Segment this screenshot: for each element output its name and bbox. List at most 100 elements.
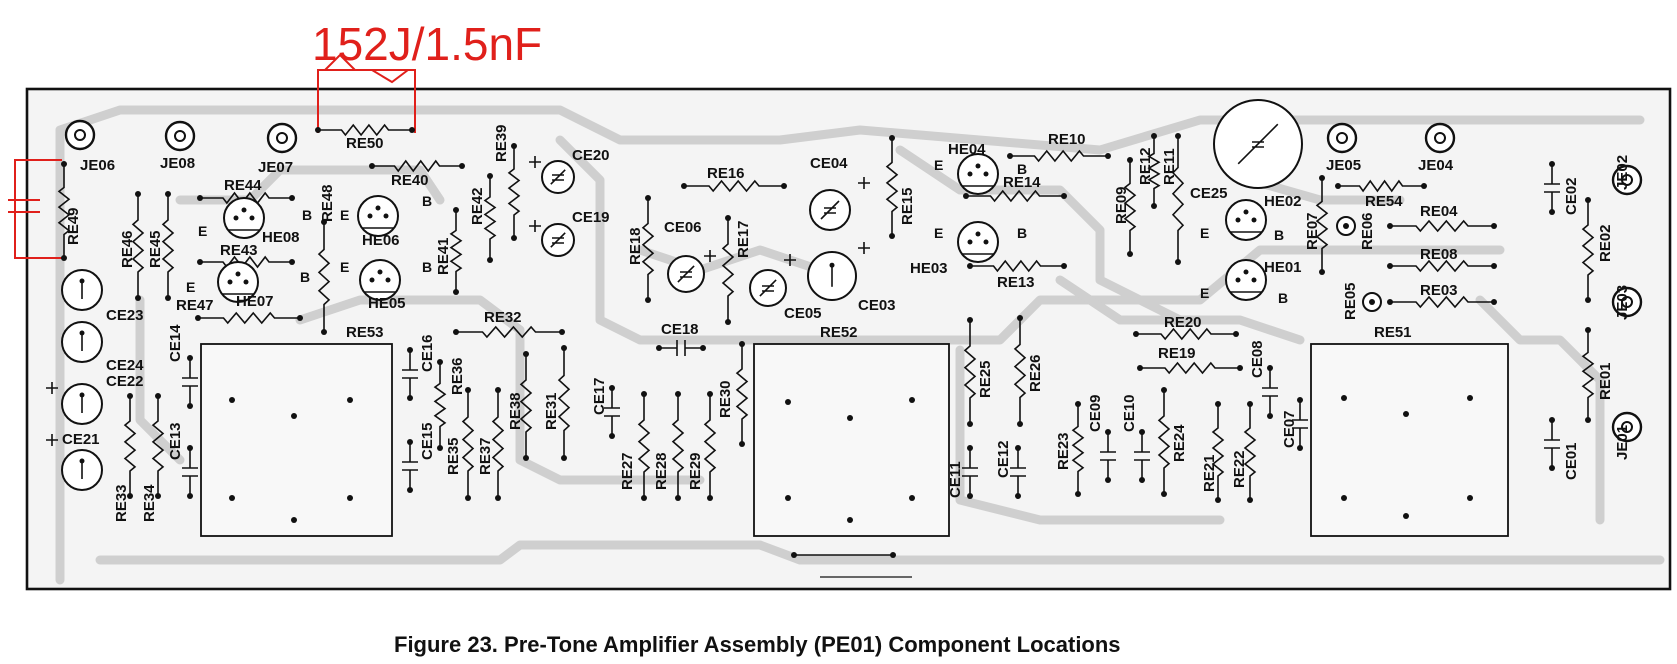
resistor-re09 — [1123, 157, 1137, 257]
label-re35: RE35 — [445, 437, 462, 475]
cap-ce15 — [402, 439, 418, 493]
pin-e-he08: E — [198, 223, 207, 239]
label-re31: RE31 — [543, 392, 560, 430]
cap-ce07 — [1292, 397, 1308, 451]
jack-je08 — [164, 120, 196, 152]
pin-e-he04: E — [934, 157, 943, 173]
label-je04: JE04 — [1418, 157, 1454, 174]
label-re21: RE21 — [1201, 454, 1218, 492]
cap-ce24 — [61, 321, 103, 363]
cap-ce10 — [1134, 429, 1150, 483]
resistor-re27 — [637, 391, 651, 501]
resistor-re01 — [1581, 327, 1595, 423]
resistor-re34 — [151, 393, 165, 499]
label-re26: RE26 — [1027, 354, 1044, 392]
label-ce14: CE14 — [167, 324, 184, 362]
cap-ce13 — [182, 445, 198, 499]
label-re22: RE22 — [1231, 450, 1248, 488]
label-re17: RE17 — [735, 220, 752, 258]
label-je07: JE07 — [258, 159, 293, 176]
label-re29: RE29 — [687, 452, 704, 490]
label-re24: RE24 — [1171, 424, 1188, 462]
jack-je05 — [1326, 122, 1358, 154]
resistor-re18 — [641, 195, 655, 303]
cap-ce08 — [1262, 365, 1278, 419]
ic-blocks — [200, 343, 1509, 537]
resistor-re38 — [519, 351, 533, 461]
resistor-re14 — [963, 189, 1067, 203]
label-ce11: CE11 — [947, 461, 964, 498]
resistor-re26 — [1013, 315, 1027, 427]
cap-ce19 — [529, 220, 575, 257]
cap-ce18 — [656, 340, 706, 356]
label-re15: RE15 — [899, 187, 916, 225]
label-re36: RE36 — [449, 357, 466, 395]
pin-e-he07: E — [186, 279, 195, 295]
label-je01: JE01 — [1614, 425, 1631, 460]
resistor-re45 — [161, 191, 175, 301]
label-re48: RE48 — [319, 184, 336, 222]
resistor-re23 — [1071, 401, 1085, 497]
resistor-re15 — [885, 135, 899, 239]
label-re34: RE34 — [141, 484, 158, 522]
label-ce22: CE22 — [106, 373, 144, 390]
label-re12: RE12 — [1137, 147, 1154, 185]
resistor-re46 — [131, 191, 145, 301]
pin-b-he05: B — [422, 259, 432, 275]
label-re28: RE28 — [653, 452, 670, 490]
transistor-he05 — [359, 259, 401, 301]
label-je03: JE03 — [1614, 285, 1631, 320]
label-re38: RE38 — [507, 392, 524, 430]
label-re11: RE11 — [1161, 148, 1178, 185]
label-re43: RE43 — [220, 242, 258, 259]
bottom-jumper — [791, 552, 912, 578]
ic-re52 — [753, 343, 950, 537]
resistor-re16 — [681, 179, 787, 193]
label-ce17: CE17 — [591, 377, 608, 415]
transistor-he03 — [957, 221, 999, 263]
label-re50: RE50 — [346, 135, 384, 152]
label-re04: RE04 — [1420, 203, 1458, 220]
label-re52: RE52 — [820, 324, 858, 341]
resistor-re40 — [369, 159, 465, 173]
cap-ce12 — [1010, 445, 1026, 499]
label-re47: RE47 — [176, 297, 214, 314]
label-re49: RE49 — [65, 207, 82, 245]
cap-ce22 — [46, 382, 103, 425]
label-ce18: CE18 — [661, 321, 699, 338]
label-re39: RE39 — [493, 124, 510, 162]
label-re27: RE27 — [619, 452, 636, 490]
label-re32: RE32 — [484, 309, 522, 326]
resistor-re13 — [967, 259, 1067, 273]
label-ce02: CE02 — [1563, 177, 1580, 215]
transistor-he07 — [217, 261, 259, 303]
resistor-re29 — [703, 391, 717, 501]
pin-b-he04: B — [1017, 161, 1027, 177]
resistor-re37 — [491, 387, 505, 501]
label-re14: RE14 — [1003, 174, 1041, 191]
pin-b-he07: B — [300, 269, 310, 285]
red-annotation: 152J/1.5nF — [8, 18, 542, 259]
label-re13: RE13 — [997, 274, 1035, 291]
resistor-re07 — [1315, 175, 1329, 275]
label-ce04: CE04 — [810, 155, 848, 172]
label-re33: RE33 — [113, 484, 130, 522]
label-ce09: CE09 — [1087, 394, 1104, 432]
label-re53: RE53 — [346, 324, 384, 341]
pin-b-he01: B — [1278, 290, 1288, 306]
resistor-re04 — [1387, 219, 1497, 233]
label-ce16: CE16 — [419, 334, 436, 372]
label-re09: RE09 — [1113, 186, 1130, 224]
pin-e-he01: E — [1200, 285, 1209, 301]
resistor-re08 — [1387, 259, 1497, 273]
label-he08: HE08 — [262, 229, 300, 246]
label-ce07: CE07 — [1281, 410, 1298, 448]
label-he02: HE02 — [1264, 193, 1302, 210]
resistor-re17 — [721, 215, 735, 325]
resistor-re36 — [433, 359, 447, 451]
label-re10: RE10 — [1048, 131, 1086, 148]
label-he07: HE07 — [236, 293, 274, 310]
pad-re05 — [1362, 292, 1382, 312]
label-ce21: CE21 — [62, 431, 100, 448]
